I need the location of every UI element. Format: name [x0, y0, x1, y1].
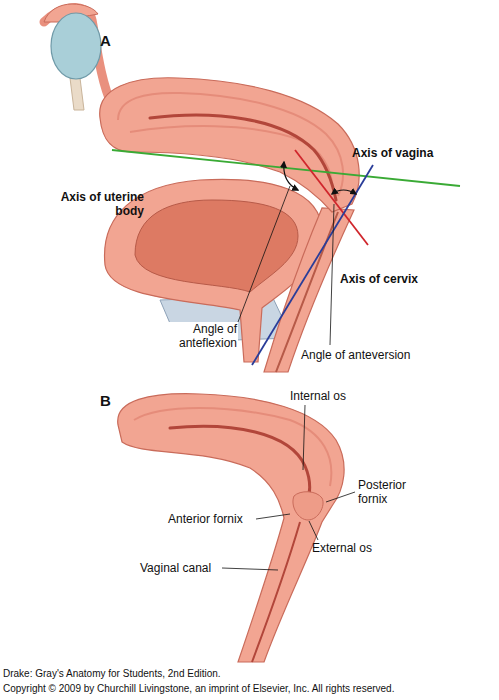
axis-label: Axis of vagina — [352, 146, 433, 160]
leader-line — [330, 204, 334, 345]
leader-line — [238, 186, 290, 322]
axis-label: Axis of uterine body — [60, 190, 144, 219]
leader-line — [326, 492, 355, 502]
myometrium-layer — [130, 126, 332, 186]
figure-letter: A — [100, 32, 111, 50]
cervix — [293, 492, 323, 520]
leader-line — [256, 514, 290, 519]
part-label: Vaginal canal — [140, 561, 211, 575]
vagina-axis — [252, 165, 373, 365]
bladder-lumen — [135, 200, 298, 292]
leader-line — [303, 405, 305, 470]
part-label: Anterior fornix — [168, 512, 243, 526]
leader-line — [222, 568, 278, 570]
anteflexion-arc — [284, 162, 298, 190]
ovarian-ligament — [70, 78, 84, 110]
uterus-section — [118, 394, 344, 662]
copyright-note: Copyright © 2009 by Churchill Livingston… — [3, 683, 394, 695]
part-label: Internal os — [290, 389, 346, 403]
vaginal-canal — [252, 522, 300, 662]
angle-label: Angle of anteflexion — [152, 322, 238, 351]
figure-letter: B — [100, 392, 111, 410]
axis-label: Axis of cervix — [340, 272, 418, 286]
cervix-axis — [295, 150, 368, 245]
anteversion-arc — [332, 190, 356, 194]
part-label: External os — [312, 541, 372, 555]
myometrium-layer — [134, 408, 331, 486]
part-label: Posterior fornix — [358, 478, 422, 507]
ovary — [51, 13, 101, 79]
source-credit: Drake: Gray's Anatomy for Students, 2nd … — [3, 668, 221, 680]
leader-line — [309, 521, 318, 540]
uterine-cavity — [170, 426, 310, 506]
angle-label: Angle of anteversion — [300, 348, 411, 362]
